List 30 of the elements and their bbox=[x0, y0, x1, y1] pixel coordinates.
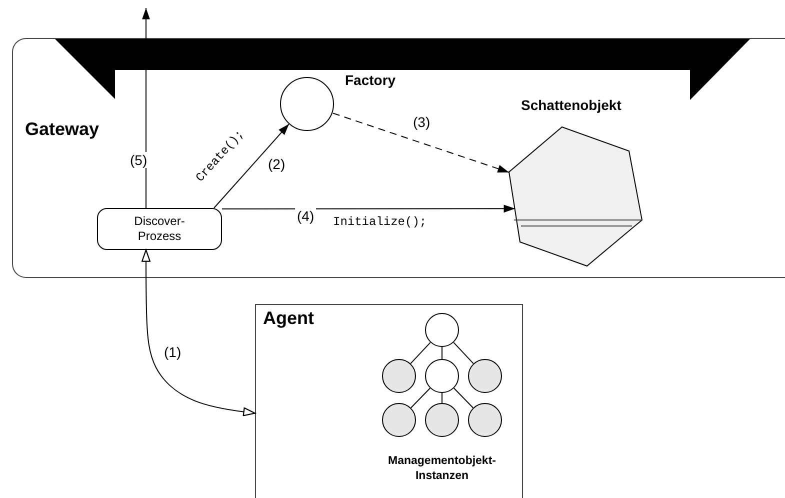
arrow bbox=[142, 249, 256, 416]
tree-node-circle bbox=[468, 359, 502, 393]
tree-node-circle bbox=[382, 359, 416, 393]
node-heading: Agent bbox=[263, 308, 314, 329]
tree-node-circle bbox=[425, 313, 459, 347]
arrow bbox=[142, 8, 150, 208]
step-number: (2) bbox=[266, 156, 288, 172]
node-heading: Schattenobjekt bbox=[521, 97, 622, 113]
step-number: (4) bbox=[295, 208, 316, 224]
tree-node-circle bbox=[382, 403, 416, 437]
process-label: Discover- Prozess bbox=[133, 214, 186, 244]
edge-label: (5) bbox=[128, 152, 150, 168]
gateway-box bbox=[12, 38, 785, 278]
node-heading: Gateway bbox=[25, 119, 100, 140]
edge-label: (3) bbox=[411, 114, 432, 130]
arrow bbox=[214, 123, 290, 208]
tree-line bbox=[453, 388, 474, 408]
tree-node-circle bbox=[468, 403, 502, 437]
agent-box bbox=[255, 304, 523, 498]
tree-line bbox=[410, 342, 431, 364]
tree-caption: Managementobjekt- Instanzen bbox=[387, 454, 497, 484]
process-box bbox=[97, 208, 222, 250]
tree-line bbox=[453, 342, 474, 364]
arrow bbox=[222, 204, 516, 213]
node-heading: Factory bbox=[345, 72, 396, 88]
tree-node-circle bbox=[425, 359, 459, 393]
arrow bbox=[332, 112, 510, 173]
edge-label: (1) bbox=[162, 344, 184, 360]
tree-node-circle bbox=[425, 403, 459, 437]
tree-line bbox=[410, 388, 431, 408]
